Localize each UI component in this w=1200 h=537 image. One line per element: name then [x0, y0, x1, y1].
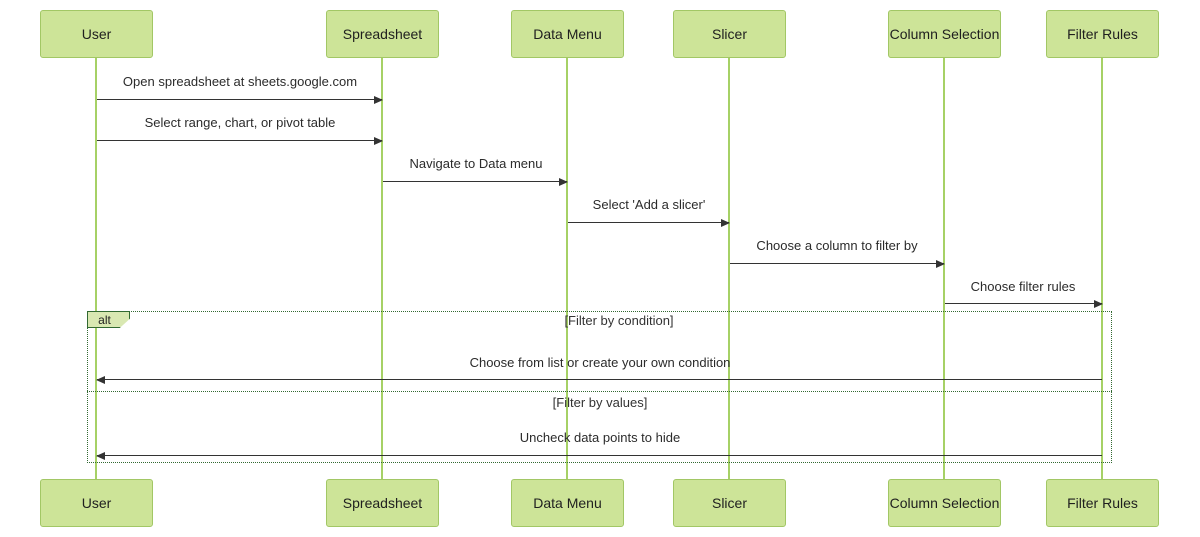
message-label: Uncheck data points to hide — [519, 430, 681, 445]
message-arrow — [97, 96, 383, 104]
actor-label: Slicer — [711, 26, 747, 42]
actor-label: User — [81, 26, 112, 42]
message-label: Choose from list or create your own cond… — [469, 355, 731, 370]
alt-frame — [87, 311, 1112, 463]
actor-label: Spreadsheet — [342, 26, 423, 42]
message-arrow — [945, 300, 1103, 308]
alt-condition-1: [Filter by condition] — [564, 313, 674, 328]
alt-condition-2: [Filter by values] — [552, 395, 648, 410]
actor-top-data-menu: Data Menu — [511, 10, 624, 58]
message-label: Choose filter rules — [970, 279, 1076, 294]
message-label: Choose a column to filter by — [756, 238, 918, 253]
actor-label: Data Menu — [533, 495, 602, 511]
lifeline-data-menu — [566, 58, 568, 479]
actor-bottom-spreadsheet: Spreadsheet — [326, 479, 439, 527]
message-label: Open spreadsheet at sheets.google.com — [122, 74, 358, 89]
message-arrow — [96, 452, 1102, 460]
actor-bottom-slicer: Slicer — [673, 479, 786, 527]
message-label: Navigate to Data menu — [409, 156, 543, 171]
actor-bottom-filter-rules: Filter Rules — [1046, 479, 1159, 527]
message-arrow — [730, 260, 945, 268]
actor-top-filter-rules: Filter Rules — [1046, 10, 1159, 58]
lifeline-column-selection — [943, 58, 945, 479]
message-arrow — [568, 219, 730, 227]
message-arrow — [96, 376, 1102, 384]
actor-label: Spreadsheet — [342, 495, 423, 511]
message-arrow — [97, 137, 383, 145]
lifeline-filter-rules — [1101, 58, 1103, 479]
actor-top-slicer: Slicer — [673, 10, 786, 58]
actor-label: Slicer — [711, 495, 747, 511]
actor-label: User — [81, 495, 112, 511]
alt-section-divider — [87, 391, 1112, 392]
actor-bottom-column-selection: Column Selection — [888, 479, 1001, 527]
actor-label: Data Menu — [533, 26, 602, 42]
actor-label: Filter Rules — [1067, 26, 1138, 42]
actor-top-user: User — [40, 10, 153, 58]
actor-top-column-selection: Column Selection — [888, 10, 1001, 58]
actor-bottom-user: User — [40, 479, 153, 527]
message-arrow — [383, 178, 568, 186]
actor-bottom-data-menu: Data Menu — [511, 479, 624, 527]
lifeline-slicer — [728, 58, 730, 479]
actor-label: Column Selection — [889, 26, 1000, 42]
lifeline-spreadsheet — [381, 58, 383, 479]
actor-label: Filter Rules — [1067, 495, 1138, 511]
actor-label: Column Selection — [889, 495, 1000, 511]
message-label: Select 'Add a slicer' — [592, 197, 706, 212]
alt-frame-label-text: alt — [98, 312, 111, 327]
lifeline-user — [95, 58, 97, 479]
message-label: Select range, chart, or pivot table — [144, 115, 336, 130]
actor-top-spreadsheet: Spreadsheet — [326, 10, 439, 58]
